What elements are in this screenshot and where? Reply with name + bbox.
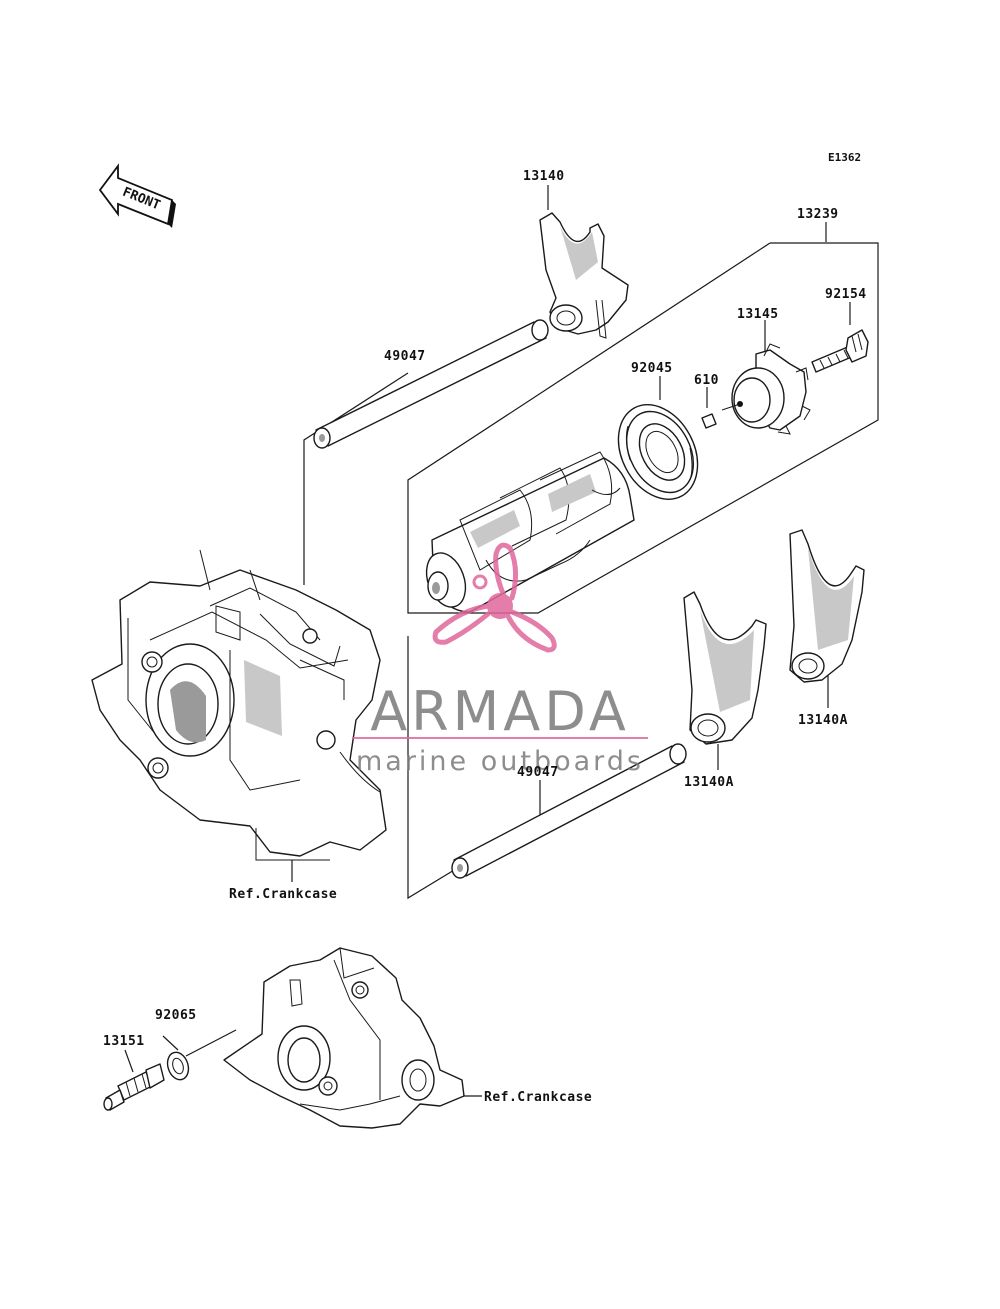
label-92154: 92154: [825, 287, 867, 302]
crankcase-upper: [91, 549, 387, 861]
pin-610: [701, 413, 717, 429]
label-ref-crankcase-lower: Ref.Crankcase: [484, 1090, 592, 1105]
label-13239: 13239: [797, 207, 839, 222]
watermark-brand: ARMADA: [370, 680, 630, 743]
front-arrow-icon: FRONT: [98, 163, 176, 228]
bolt-92154: [811, 329, 869, 373]
assembly-outline-13239: [407, 222, 879, 614]
label-13140A-left: 13140A: [684, 775, 734, 790]
shift-drum: [425, 451, 635, 613]
shift-rod-49047-top: [313, 319, 549, 449]
label-49047-top: 49047: [384, 349, 426, 364]
armada-watermark: ARMADA marine outboards: [352, 542, 648, 777]
watermark-tagline: marine outboards: [356, 746, 644, 777]
shift-fork-13140A-right: [789, 529, 865, 683]
shift-fork-13140A-left: [683, 591, 767, 745]
label-ref-crankcase-upper: Ref.Crankcase: [229, 887, 337, 902]
label-92045: 92045: [631, 361, 673, 376]
shift-cam-13145: [721, 343, 811, 435]
label-92065: 92065: [155, 1008, 197, 1023]
bearing-92045: [617, 404, 699, 500]
label-610: 610: [694, 373, 719, 388]
label-13151: 13151: [103, 1034, 145, 1049]
leader-49047-top: [303, 372, 409, 585]
neutral-switch-13151: [103, 1063, 165, 1111]
label-13140: 13140: [523, 169, 565, 184]
shift-rod-49047-bottom: [451, 743, 687, 879]
leader-lines: [124, 185, 851, 1097]
diagram-code: E1362: [828, 151, 861, 164]
shift-fork-13140: [539, 212, 629, 339]
label-13140A-right: 13140A: [798, 713, 848, 728]
crankcase-lower: [223, 947, 465, 1129]
propeller-logo-icon: [432, 542, 557, 653]
washer-92065: [166, 1051, 190, 1081]
label-49047-bottom: 49047: [517, 765, 559, 780]
label-13145: 13145: [737, 307, 779, 322]
